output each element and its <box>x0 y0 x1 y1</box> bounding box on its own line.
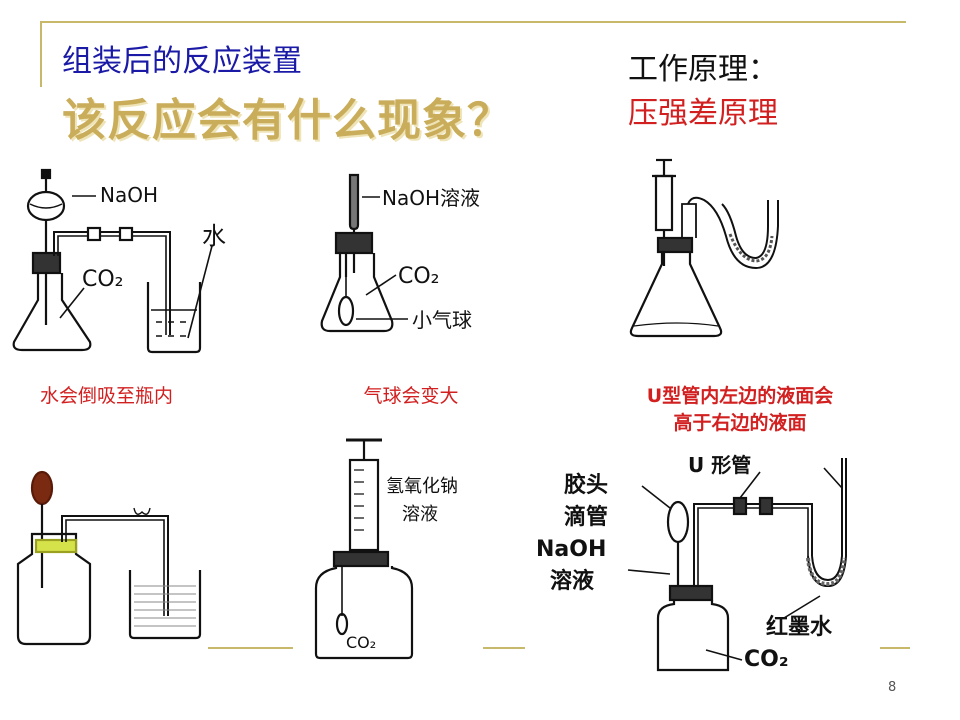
bottom-rule-left <box>208 647 293 649</box>
bottom-rule-right <box>880 647 910 649</box>
label-naoh: NaOH <box>100 183 158 207</box>
label-solution: 溶液 <box>550 568 594 594</box>
diagram-flask-funnel-beaker: NaOH 水 CO₂ <box>12 168 226 354</box>
label-co2: CO₂ <box>398 264 440 289</box>
label-red-ink: 红墨水 <box>766 614 833 640</box>
label-solution: 溶液 <box>402 504 438 525</box>
top-rule <box>40 21 906 23</box>
caption-water-suck-back: 水会倒吸至瓶内 <box>40 385 174 407</box>
label-rubber-bulb: 胶头 <box>564 472 608 498</box>
label-co2: CO₂ <box>346 633 376 652</box>
label-co2: CO₂ <box>744 647 788 672</box>
caption-balloon-grows: 气球会变大 <box>363 385 459 407</box>
slide-subtitle: 组装后的反应装置 <box>62 44 302 79</box>
label-dropper: 滴管 <box>564 504 608 530</box>
left-rule <box>40 21 42 87</box>
label-co2: CO₂ <box>82 267 124 292</box>
principle-value: 压强差原理 <box>628 96 778 131</box>
label-sodium-hydroxide: 氢氧化钠 <box>386 476 458 497</box>
diagram-bottle-dropper-beaker <box>16 470 202 646</box>
label-small-balloon: 小气球 <box>412 308 472 332</box>
label-water: 水 <box>202 222 226 250</box>
page-number: 8 <box>888 680 897 695</box>
label-naoh: NaOH <box>536 537 606 562</box>
diagram-bottle-syringe: 氢氧化钠 溶液 CO₂ <box>314 438 458 660</box>
diagram-bottle-u-tube-red-ink: U 形管 胶头 滴管 NaOH 溶液 红墨水 CO₂ <box>536 453 847 672</box>
bottom-rule-mid <box>483 647 525 649</box>
label-naoh-solution: NaOH溶液 <box>382 186 480 210</box>
caption-u-tube-line1: U型管内左边的液面会 <box>646 385 834 407</box>
diagram-flask-balloon: NaOH溶液 CO₂ 小气球 <box>320 173 480 333</box>
diagram-flask-syringe-u-tube <box>629 158 779 338</box>
label-u-tube: U 形管 <box>688 453 751 477</box>
slide-question: 该反应会有什么现象？ <box>62 95 512 146</box>
principle-title: 工作原理： <box>628 52 778 87</box>
caption-u-tube-line2: 高于右边的液面 <box>673 412 807 434</box>
